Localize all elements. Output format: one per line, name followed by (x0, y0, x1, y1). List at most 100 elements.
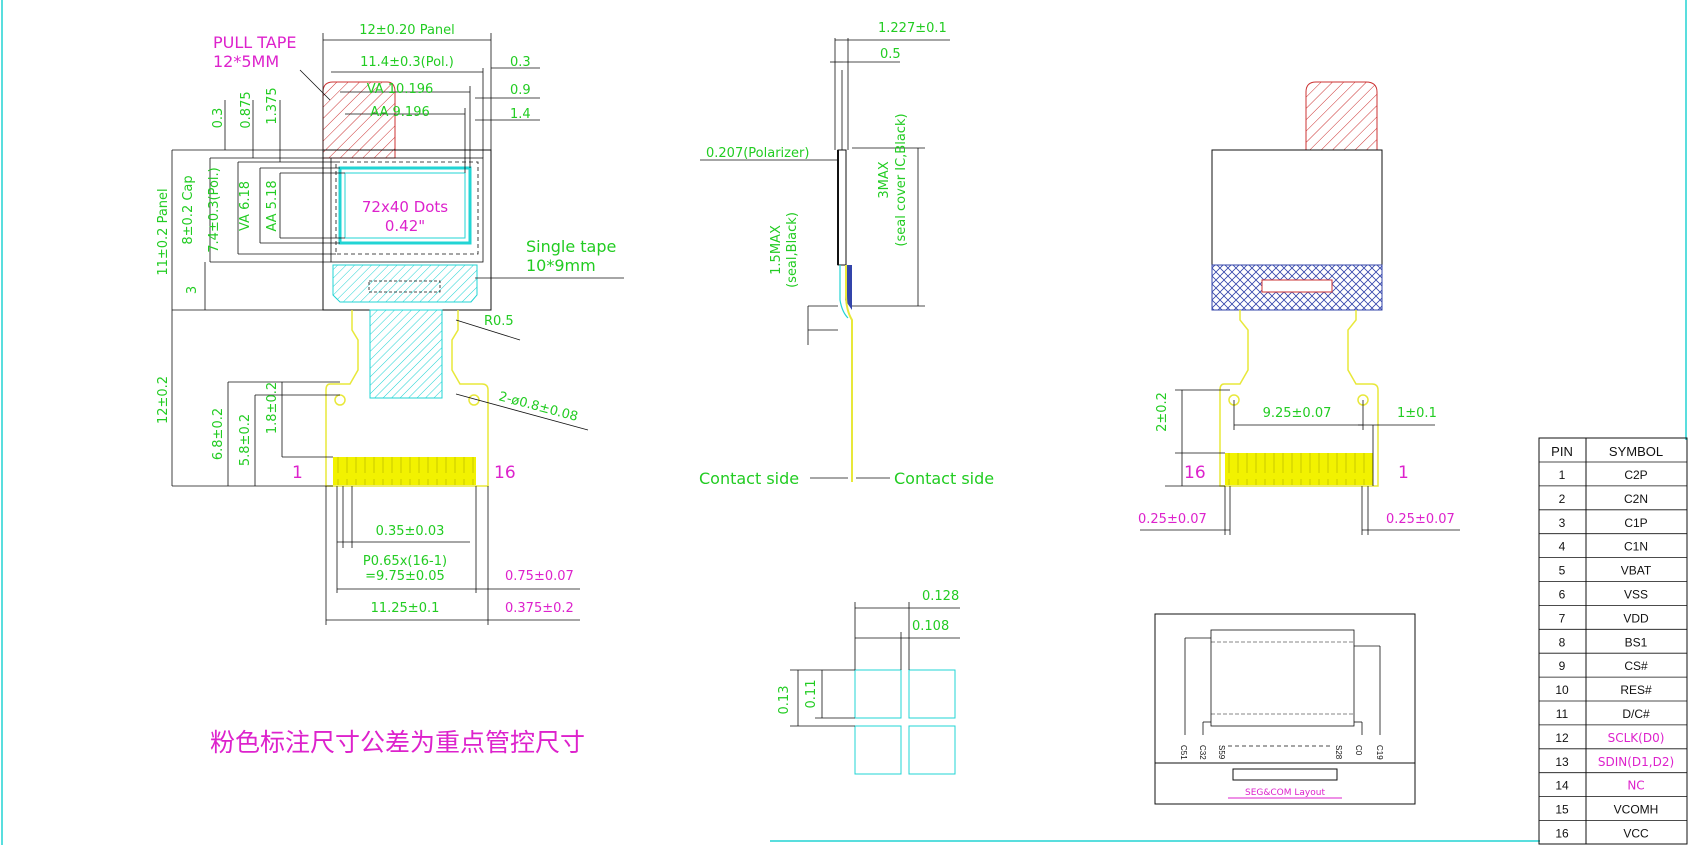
back-1-dim: 1±0.1 (1397, 406, 1437, 421)
pixel-dimension-lines (790, 602, 960, 727)
w-075-dim: 0.75±0.07 (505, 569, 574, 584)
aa-width-dim: AA 9.196 (370, 105, 430, 120)
pin-symbol: CS# (1624, 659, 1648, 673)
front-left-dimension-lines (171, 100, 345, 311)
pin-symbol: RES# (1620, 683, 1652, 697)
symbol-header: SYMBOL (1609, 444, 1663, 459)
r05-leader (455, 319, 521, 341)
pixel-cell (854, 725, 902, 775)
back-view: 2±0.2 9.25±0.07 1±0.1 16 1 0.25±0.07 0.2… (1138, 81, 1460, 535)
va-height-dim: VA 6.18 (238, 181, 253, 231)
fpc-outline (325, 310, 489, 487)
pin-symbol: D/C# (1622, 707, 1650, 721)
side-view: 1.227±0.1 0.5 0.207(Polarizer) 1.5MAX (s… (699, 21, 994, 488)
visible-area (338, 166, 472, 245)
pin-symbol: C2N (1624, 492, 1648, 506)
contact-side-right: Contact side (894, 469, 994, 488)
holes-leader (455, 393, 589, 431)
seg-label-c51: C51 (1179, 745, 1188, 760)
back-ic (1261, 279, 1333, 293)
fpc-68-dim: 6.8±0.2 (211, 408, 226, 460)
seg-label-s59: S59 (1217, 745, 1226, 760)
pin-number: 4 (1559, 540, 1566, 554)
seg-com-ic (1232, 768, 1338, 781)
back-pin-right: 1 (1398, 463, 1409, 483)
pitch-line2: =9.75±0.05 (365, 569, 445, 584)
right-dim-03: 0.3 (510, 55, 531, 70)
key-dimension-note: 粉色标注尺寸公差为重点管控尺寸 (210, 728, 585, 757)
panel-width-dim: 12±0.20 Panel (359, 23, 455, 38)
pixel-011-dim: 0.11 (804, 680, 819, 709)
r05-label: R0.5 (484, 314, 514, 329)
front-top-dimension-lines (322, 33, 540, 173)
single-tape (332, 264, 478, 303)
back-025-right: 0.25±0.07 (1386, 512, 1455, 527)
side-3max-note: (seal cover IC,Black) (894, 113, 909, 246)
pixel-cell (908, 725, 956, 775)
right-dim-14: 1.4 (510, 107, 531, 122)
side-05-dim: 0.5 (880, 47, 901, 62)
pin-symbol: VDD (1623, 611, 1649, 625)
side-glass (837, 149, 847, 266)
fpc-bottom-dimension-lines (325, 486, 580, 625)
pixel-detail: 0.128 0.108 0.13 0.11 (777, 589, 960, 775)
seg-com-layout: C51 C32 S59 S28 C0 C19 SEG&COM Layout (1154, 613, 1416, 805)
top-0875-dim: 0.875 (239, 91, 254, 128)
back-925-dim: 9.25±0.07 (1263, 406, 1332, 421)
fpc-18-dim: 1.8±0.2 (265, 382, 280, 434)
seg-com-lines (1184, 637, 1381, 747)
pin-symbol: VCC (1623, 827, 1649, 841)
seg-label-s28: S28 (1334, 745, 1343, 760)
pin-symbol: C2P (1624, 468, 1647, 482)
side-seal-dim: 1.5MAX (769, 225, 784, 275)
pixel-cell (854, 669, 902, 719)
w-1125-dim: 11.25±0.1 (371, 601, 440, 616)
pin-number: 8 (1559, 635, 1566, 649)
pin-number: 13 (1555, 755, 1569, 769)
pull-tape-leader (299, 69, 331, 101)
pull-tape-size: 12*5MM (213, 52, 279, 71)
pin-symbol: VCOMH (1614, 803, 1659, 817)
single-tape-label: Single tape (526, 237, 616, 256)
pol-width-dim: 11.4±0.3(Pol.) (360, 55, 454, 70)
contact-side-left: Contact side (699, 469, 799, 488)
pin-symbol: SCLK(D0) (1608, 731, 1665, 745)
side-seal-note: (seal,Black) (785, 212, 800, 288)
pin-number: 9 (1559, 659, 1566, 673)
pixel-0108-dim: 0.108 (912, 619, 949, 634)
pin-header: PIN (1551, 444, 1573, 459)
pol-height-dim: 7.4±0.3(Pol.) (207, 167, 222, 252)
bottom-3-dim: 3 (185, 286, 200, 294)
pin-symbol: VBAT (1621, 564, 1652, 578)
back-2-dim: 2±0.2 (1155, 392, 1170, 432)
seg-com-caption: SEG&COM Layout (1245, 788, 1325, 798)
active-area (344, 172, 466, 239)
pin-symbol: BS1 (1625, 635, 1648, 649)
seg-label-c19: C19 (1375, 745, 1384, 760)
fpc-dimension-lines (171, 310, 340, 487)
pixel-013-dim: 0.13 (777, 686, 792, 715)
cap-height-dim: 8±0.2 Cap (181, 175, 196, 244)
pin-symbol: C1N (1624, 540, 1648, 554)
side-3max-dim: 3MAX (877, 161, 892, 198)
pin-number: 3 (1559, 516, 1566, 530)
pixel-0128-dim: 0.128 (922, 589, 959, 604)
seg-label-c0: C0 (1354, 745, 1363, 756)
side-dimension-lines (700, 38, 950, 479)
holes-label: 2-ø0.8±0.08 (497, 389, 580, 425)
aa-height-dim: AA 5.18 (265, 180, 280, 231)
pin-number: 15 (1555, 803, 1569, 817)
seg-com-frame (1154, 613, 1416, 805)
pin-symbol: C1P (1624, 516, 1647, 530)
pin-number: 16 (1555, 827, 1569, 841)
side-1227-dim: 1.227±0.1 (878, 21, 947, 36)
pin-number: 10 (1555, 683, 1569, 697)
back-dimension-lines (1140, 389, 1460, 535)
diagonal-label: 0.42" (385, 217, 425, 235)
fpc-contacts (333, 457, 476, 485)
pin-number: 1 (1559, 468, 1566, 482)
cap-outline (330, 157, 484, 263)
pin-number: 14 (1555, 779, 1569, 793)
side-polarizer-dim: 0.207(Polarizer) (706, 146, 809, 161)
